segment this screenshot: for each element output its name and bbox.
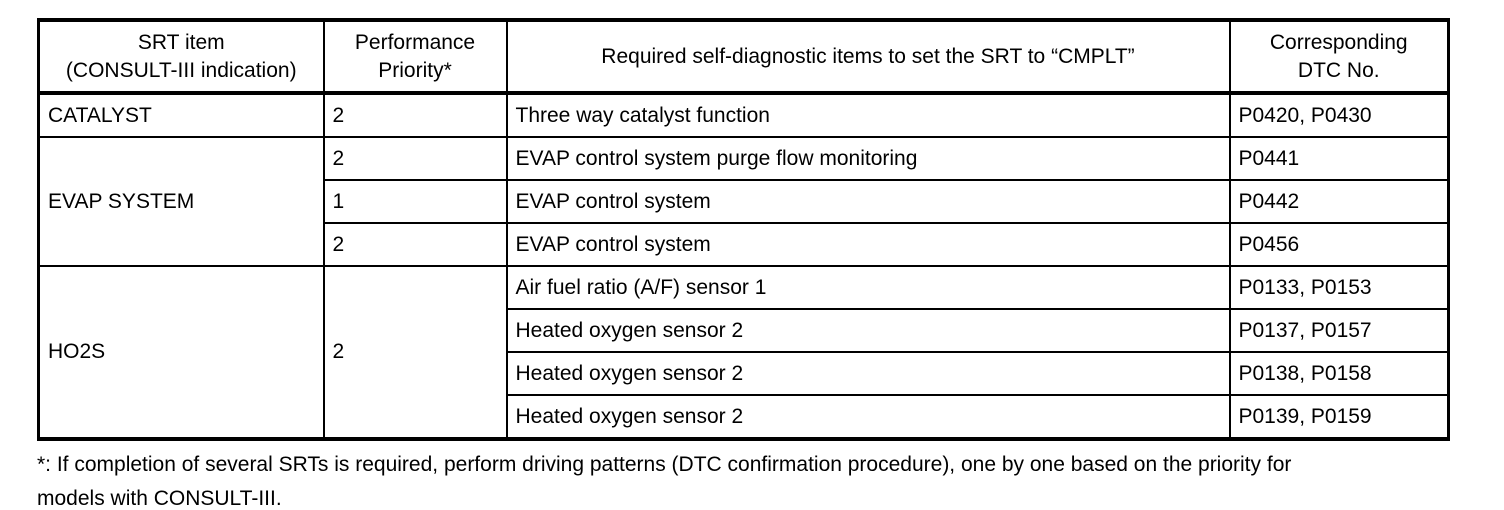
header-corresponding-dtc: Corresponding DTC No.	[1228, 19, 1450, 95]
cell-priority: 2	[322, 92, 508, 138]
cell-priority: 1	[322, 179, 508, 224]
table-row-ho2s-4: Heated oxygen sensor 2 P0139, P0159	[39, 394, 1450, 440]
cell-diagnostic: EVAP control system purge flow monitorin…	[505, 136, 1231, 181]
cell-dtc: P0133, P0153	[1228, 265, 1450, 310]
cell-dtc: P0456	[1228, 222, 1450, 267]
cell-dtc: P0442	[1228, 179, 1450, 224]
cell-diagnostic: EVAP control system	[505, 179, 1231, 224]
srt-table: SRT item (CONSULT-III indication) Perfor…	[37, 18, 1450, 441]
cell-srt-item: CATALYST	[37, 92, 325, 138]
cell-priority: 2	[322, 265, 508, 440]
cell-dtc: P0139, P0159	[1228, 394, 1450, 440]
table-row-catalyst: CATALYST 2 Three way catalyst function P…	[37, 92, 1450, 138]
cell-dtc: P0420, P0430	[1228, 92, 1450, 138]
header-required-diagnostic-items: Required self-diagnostic items to set th…	[505, 19, 1231, 95]
table-row-evap-3: 2 EVAP control system P0456	[39, 222, 1450, 267]
table-row-ho2s-2: Heated oxygen sensor 2 P0137, P0157	[39, 308, 1450, 353]
cell-diagnostic: EVAP control system	[505, 222, 1231, 267]
cell-dtc: P0137, P0157	[1228, 308, 1450, 353]
header-performance-priority: Performance Priority*	[322, 19, 508, 95]
table-row-evap-2: 1 EVAP control system P0442	[39, 179, 1450, 224]
cell-srt-item: HO2S	[37, 265, 325, 440]
cell-diagnostic: Air fuel ratio (A/F) sensor 1	[505, 265, 1231, 310]
cell-diagnostic: Heated oxygen sensor 2	[505, 394, 1231, 440]
table-row-ho2s-3: Heated oxygen sensor 2 P0138, P0158	[39, 351, 1450, 396]
cell-priority: 2	[322, 136, 508, 181]
cell-srt-item: EVAP SYSTEM	[37, 136, 325, 267]
table-row-ho2s-1: HO2S 2 Air fuel ratio (A/F) sensor 1 P01…	[37, 265, 1450, 440]
table-row-evap-1: EVAP SYSTEM 2 EVAP control system purge …	[37, 136, 1450, 267]
cell-diagnostic: Heated oxygen sensor 2	[505, 351, 1231, 396]
cell-dtc: P0138, P0158	[1228, 351, 1450, 396]
header-row: SRT item (CONSULT-III indication) Perfor…	[37, 19, 1450, 95]
header-srt-item: SRT item (CONSULT-III indication)	[37, 19, 325, 95]
cell-diagnostic: Three way catalyst function	[505, 92, 1231, 138]
cell-priority: 2	[322, 222, 508, 267]
cell-dtc: P0441	[1228, 136, 1450, 181]
footnote-text: *: If completion of several SRTs is requ…	[37, 453, 1292, 510]
cell-diagnostic: Heated oxygen sensor 2	[505, 308, 1231, 353]
